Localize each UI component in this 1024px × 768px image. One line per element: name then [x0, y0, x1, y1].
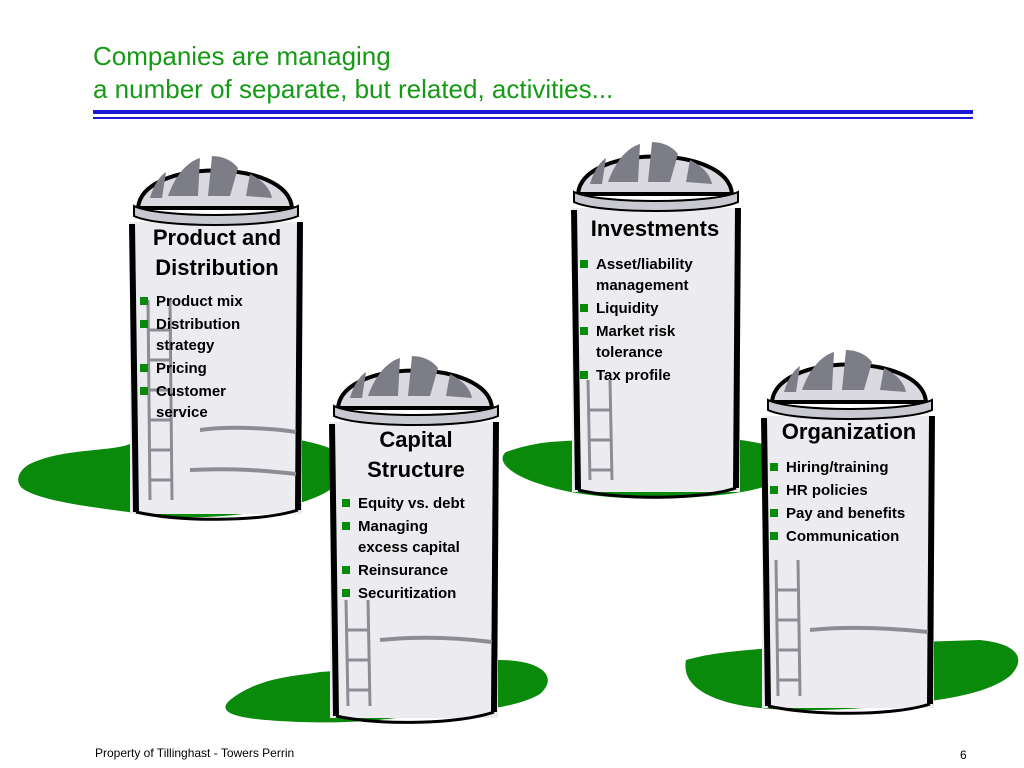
page-number: 6 [960, 748, 967, 762]
silo-title-line-1: Capital [379, 427, 453, 452]
list-item: Market risk tolerance [578, 321, 696, 363]
silo-capital-structure [225, 354, 548, 724]
silo-title: Organization [768, 417, 930, 447]
silo-title: Investments [578, 214, 732, 244]
list-item: Equity vs. debt [340, 493, 494, 514]
list-item: Communication [768, 526, 930, 547]
list-item: Customer service [138, 381, 246, 423]
title-line-2: a number of separate, but related, activ… [93, 74, 614, 104]
list-item: Securitization [340, 583, 494, 604]
silo-label-organization: Organization Hiring/training HR policies… [768, 417, 930, 549]
list-item: Managing excess capital [340, 516, 478, 558]
list-item: Distribution strategy [138, 314, 256, 356]
silo-title-line-2: Structure [367, 457, 465, 482]
silo-bullet-list: Product mix Distribution strategy Pricin… [138, 291, 296, 423]
list-item: Reinsurance [340, 560, 494, 581]
silo-bullet-list: Equity vs. debt Managing excess capital … [340, 493, 494, 604]
footer-copyright: Property of Tillinghast - Towers Perrin [95, 746, 295, 760]
slide-title: Companies are managing a number of separ… [93, 40, 613, 106]
silo-title-line-2: Distribution [155, 255, 279, 280]
silo-title-line-1: Investments [590, 216, 720, 241]
list-item: Hiring/training [768, 457, 930, 478]
silo-investments [502, 140, 790, 499]
list-item: Pay and benefits [768, 503, 930, 524]
list-item: Pricing [138, 358, 296, 379]
silo-label-investments: Investments Asset/liability management L… [578, 214, 732, 388]
silo-organization [685, 348, 1019, 715]
title-rule-thin [93, 117, 973, 119]
list-item: Tax profile [578, 365, 732, 386]
silo-label-product-distribution: Product and Distribution Product mix Dis… [138, 223, 296, 425]
silo-title: Product and Distribution [138, 223, 296, 283]
silo-label-capital-structure: Capital Structure Equity vs. debt Managi… [338, 425, 494, 606]
silo-title: Capital Structure [338, 425, 494, 485]
title-rule-thick [93, 110, 973, 114]
silo-bullet-list: Hiring/training HR policies Pay and bene… [768, 457, 930, 547]
silo-product-distribution [18, 154, 348, 521]
list-item: Asset/liability management [578, 254, 716, 296]
silo-title-line-1: Organization [781, 419, 917, 444]
list-item: Liquidity [578, 298, 732, 319]
silo-bullet-list: Asset/liability management Liquidity Mar… [578, 254, 732, 386]
list-item: HR policies [768, 480, 930, 501]
title-line-1: Companies are managing [93, 41, 391, 71]
list-item: Product mix [138, 291, 296, 312]
silo-title-line-1: Product and [152, 225, 282, 250]
